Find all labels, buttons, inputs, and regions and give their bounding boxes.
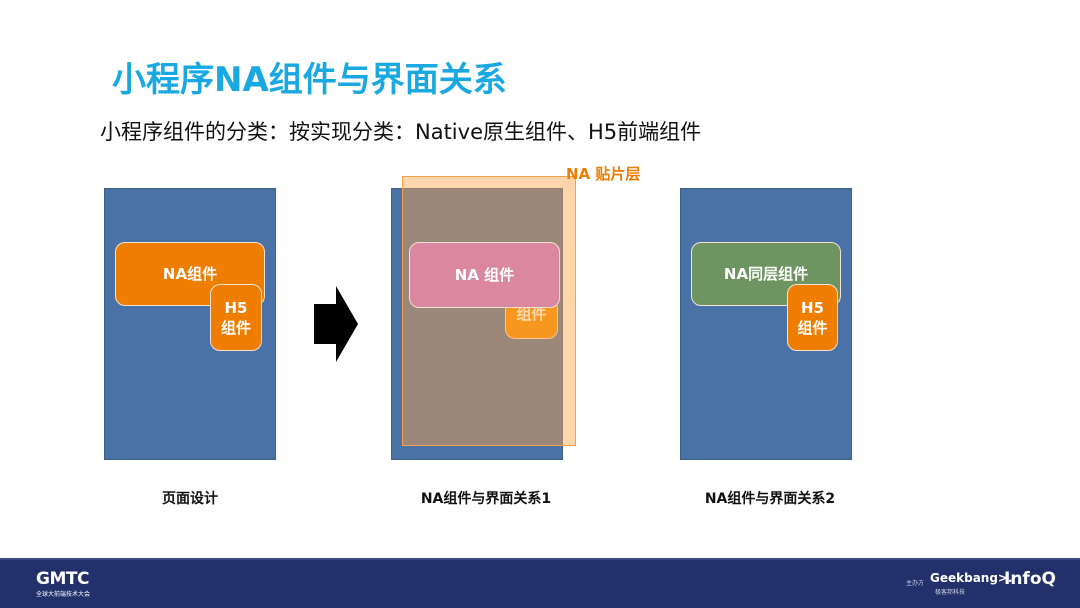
na-component-label: NA 组件 [454, 266, 515, 284]
na-component-box: NA 组件 [409, 242, 560, 308]
na-component-label: NA组件 [162, 265, 218, 283]
na-overlay-layer [402, 176, 576, 446]
organizer-label: 主办方 [906, 580, 925, 587]
geekbang-subtitle: 极客邦科技 [935, 589, 966, 596]
right-arrow-icon [314, 286, 358, 362]
page-title: 小程序NA组件与界面关系 [112, 60, 507, 100]
h5-label: H5 [801, 298, 824, 317]
na-component-box: NA组件 [115, 242, 265, 306]
infoq-logo: InfoQ [1004, 569, 1056, 589]
h5-sub-label: 组件 [516, 305, 547, 323]
overlay-layer-label: NA 贴片层 [566, 165, 641, 183]
h5-sub-label: 组件 [220, 318, 251, 337]
geekbang-logo: Geekbang>. [930, 571, 1013, 585]
gmtc-logo: GMTC [36, 569, 89, 589]
footer-bar: GMTC 全球大前端技术大会 主办方 Geekbang>. 极客邦科技 Info… [0, 558, 1080, 608]
subtitle: 小程序组件的分类：按实现分类：Native原生组件、H5前端组件 [100, 120, 702, 144]
h5-sub-label: 组件 [797, 318, 828, 337]
h5-label: H5 [224, 298, 248, 317]
caption-2: NA组件与界面关系1 [420, 491, 552, 507]
caption-1: 页面设计 [162, 491, 218, 507]
na-same-layer-box: NA同层组件 [691, 242, 841, 306]
caption-3: NA组件与界面关系2 [704, 491, 836, 507]
na-component-label: NA同层组件 [723, 265, 809, 283]
gmtc-logo-subtitle: 全球大前端技术大会 [36, 591, 91, 598]
